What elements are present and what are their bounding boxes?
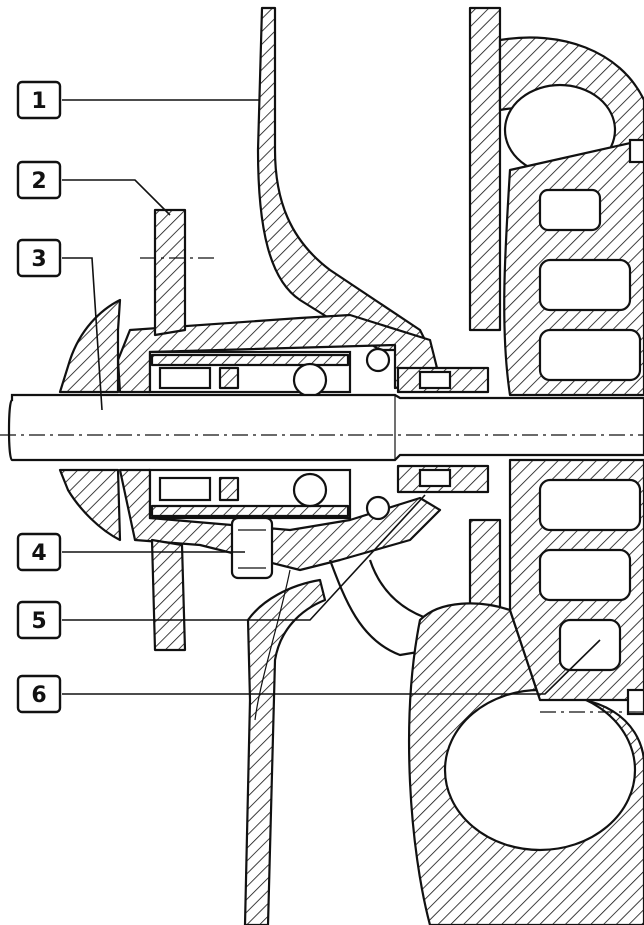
blade-gap-5 [538,548,632,602]
seal-insert-bottom [418,468,452,488]
bearing-ball-small-bottom [365,495,391,521]
bearing-ball-bottom [292,472,328,508]
callout-1-label: 1 [31,89,46,114]
drain-plug [230,516,274,580]
mounting-flange-lower [150,538,187,652]
bearing-race-top [150,353,350,367]
oil-return-path [254,569,291,721]
turbine-backplate [468,6,502,332]
bearing-race-bottom [150,504,350,518]
roller-cage-top [158,366,212,390]
callout-6-leader [62,639,601,695]
blade-gap-2 [538,258,632,312]
edge-mark-top [628,138,644,164]
volute-passage-bottom [443,688,637,852]
end-cover-lower [58,468,122,542]
end-cover [58,298,122,394]
callout-3-leader [62,257,103,411]
callout-2-leader [62,179,171,216]
bearing-ball-small-top [365,347,391,373]
callout-2-box [16,160,62,200]
callout-4-label: 4 [31,541,46,566]
callout-2-label: 2 [31,169,46,194]
callout-5-box [16,600,62,640]
bearing-housing [116,313,442,394]
callout-5-label: 5 [31,609,46,634]
blade-gap-6 [558,618,622,672]
blade-gap-1 [538,188,602,232]
compressor-housing-wall [256,6,432,352]
blade-gap-3 [538,328,642,382]
bearing-ball-top [292,362,328,398]
blade-gap-4 [538,478,642,532]
callout-4-box [16,532,62,572]
callout-3-box [16,238,62,278]
callout-5-leader [62,494,426,621]
callout-1-box [16,80,62,120]
oil-drain-channel [328,559,434,657]
callout-3-label: 3 [31,247,46,272]
roller-bottom [218,476,240,502]
callout-6-box [16,674,62,714]
rotor-shaft [7,393,644,462]
callout-6-label: 6 [31,683,46,708]
compressor-housing-lower-wall [243,578,327,925]
mounting-flange [153,208,187,337]
roller-top [218,366,240,390]
seal-insert-top [418,370,452,390]
roller-cage-bottom [158,476,212,502]
edge-mark-bottom [626,688,644,716]
